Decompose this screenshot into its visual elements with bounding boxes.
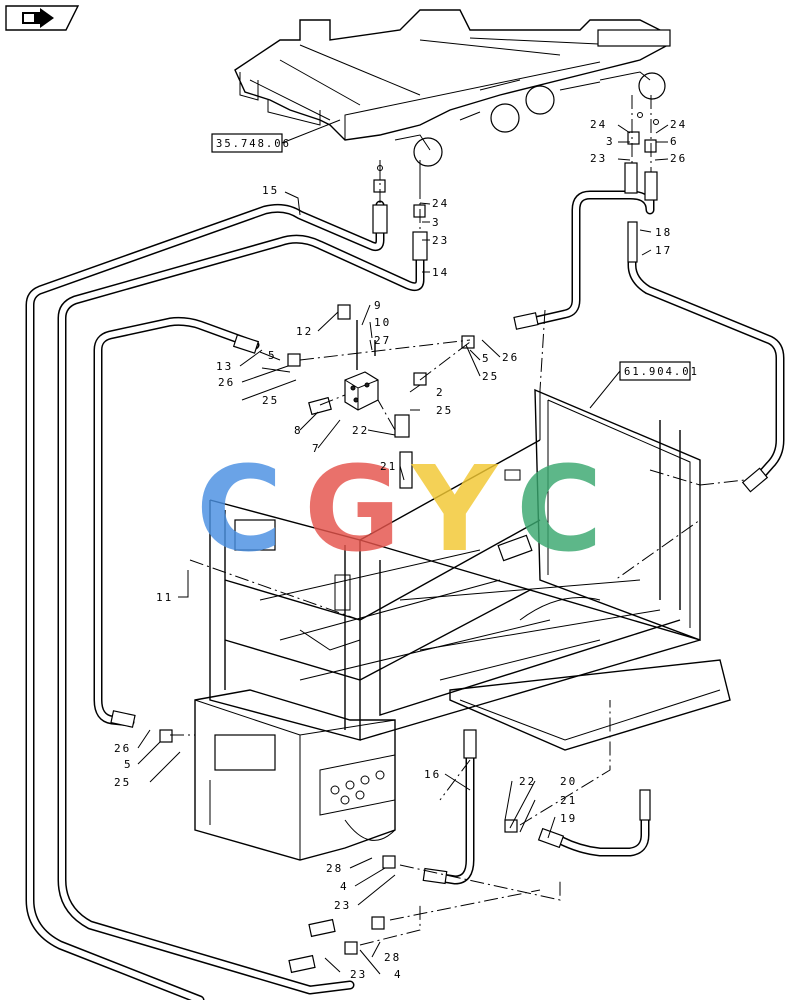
callout-27: 27 bbox=[374, 334, 391, 347]
hose-13 bbox=[93, 316, 260, 727]
cgyc-watermark: C G Y C bbox=[196, 440, 603, 578]
callout-13: 13 bbox=[216, 360, 233, 373]
callout-23: 23 bbox=[334, 899, 351, 912]
callout-26: 26 bbox=[670, 152, 687, 165]
watermark-letter-g: G bbox=[304, 440, 401, 578]
callout-7: 7 bbox=[312, 442, 321, 455]
callout-25: 25 bbox=[114, 776, 131, 789]
callout-3: 3 bbox=[606, 135, 615, 148]
callout-25: 25 bbox=[436, 404, 453, 417]
callout-labels: 15 24 3 23 14 24 24 3 6 23 26 18 17 9 12… bbox=[114, 118, 687, 981]
callout-23: 23 bbox=[590, 152, 607, 165]
callout-18: 18 bbox=[655, 226, 672, 239]
reference-label: 61.904.01 bbox=[624, 366, 699, 378]
callout-21: 21 bbox=[380, 460, 397, 473]
callout-22: 22 bbox=[519, 775, 536, 788]
callout-4: 4 bbox=[394, 968, 403, 981]
next-page-button[interactable] bbox=[5, 5, 80, 31]
next-page-arrow-icon bbox=[22, 8, 54, 28]
callout-5: 5 bbox=[482, 352, 491, 365]
callout-2: 2 bbox=[436, 386, 445, 399]
callout-28: 28 bbox=[326, 862, 343, 875]
callout-26: 26 bbox=[218, 376, 235, 389]
watermark-letter-c1: C bbox=[196, 440, 283, 578]
callout-6: 6 bbox=[670, 135, 679, 148]
callout-8: 8 bbox=[294, 424, 303, 437]
callout-20: 20 bbox=[560, 775, 577, 788]
watermark-letter-c2: C bbox=[516, 440, 603, 578]
callout-23: 23 bbox=[350, 968, 367, 981]
hose-16 bbox=[425, 735, 475, 885]
hose-14 bbox=[57, 234, 425, 995]
callout-23: 23 bbox=[432, 234, 449, 247]
callout-5: 5 bbox=[268, 349, 277, 362]
valve-block bbox=[337, 304, 379, 411]
hose-17 bbox=[627, 223, 785, 487]
adaptors bbox=[159, 112, 659, 955]
callout-24: 24 bbox=[432, 197, 449, 210]
hose-fittings bbox=[110, 162, 769, 974]
callout-11: 11 bbox=[156, 591, 173, 604]
callout-5: 5 bbox=[124, 758, 133, 771]
reference-box-61-904-01[interactable]: 61.904.01 bbox=[589, 361, 699, 409]
callout-26: 26 bbox=[502, 351, 519, 364]
watermark-letter-y: Y bbox=[410, 440, 499, 578]
callout-25: 25 bbox=[482, 370, 499, 383]
callout-9: 9 bbox=[374, 299, 383, 312]
callout-16: 16 bbox=[424, 768, 441, 781]
callout-4: 4 bbox=[340, 880, 349, 893]
callout-10: 10 bbox=[374, 316, 391, 329]
upper-frame-assembly bbox=[234, 9, 671, 195]
callout-leaders bbox=[137, 124, 669, 975]
callout-25: 25 bbox=[262, 394, 279, 407]
callout-21: 21 bbox=[560, 794, 577, 807]
callout-28: 28 bbox=[384, 951, 401, 964]
callout-22: 22 bbox=[352, 424, 369, 437]
hose-15 bbox=[25, 200, 385, 1000]
main-frame bbox=[209, 388, 731, 751]
callout-14: 14 bbox=[432, 266, 449, 279]
callout-26: 26 bbox=[114, 742, 131, 755]
reference-label: 35.748.06 bbox=[216, 138, 291, 150]
lower-housing bbox=[194, 689, 396, 861]
callout-24: 24 bbox=[590, 118, 607, 131]
callout-19: 19 bbox=[560, 812, 577, 825]
callout-17: 17 bbox=[655, 244, 672, 257]
reference-box-35-748-06[interactable]: 35.748.06 bbox=[211, 119, 341, 153]
callout-24: 24 bbox=[670, 118, 687, 131]
leader-centerlines bbox=[170, 95, 746, 946]
callout-3: 3 bbox=[432, 216, 441, 229]
callout-12: 12 bbox=[296, 325, 313, 338]
callout-15: 15 bbox=[262, 184, 279, 197]
hose-19 bbox=[555, 790, 650, 857]
